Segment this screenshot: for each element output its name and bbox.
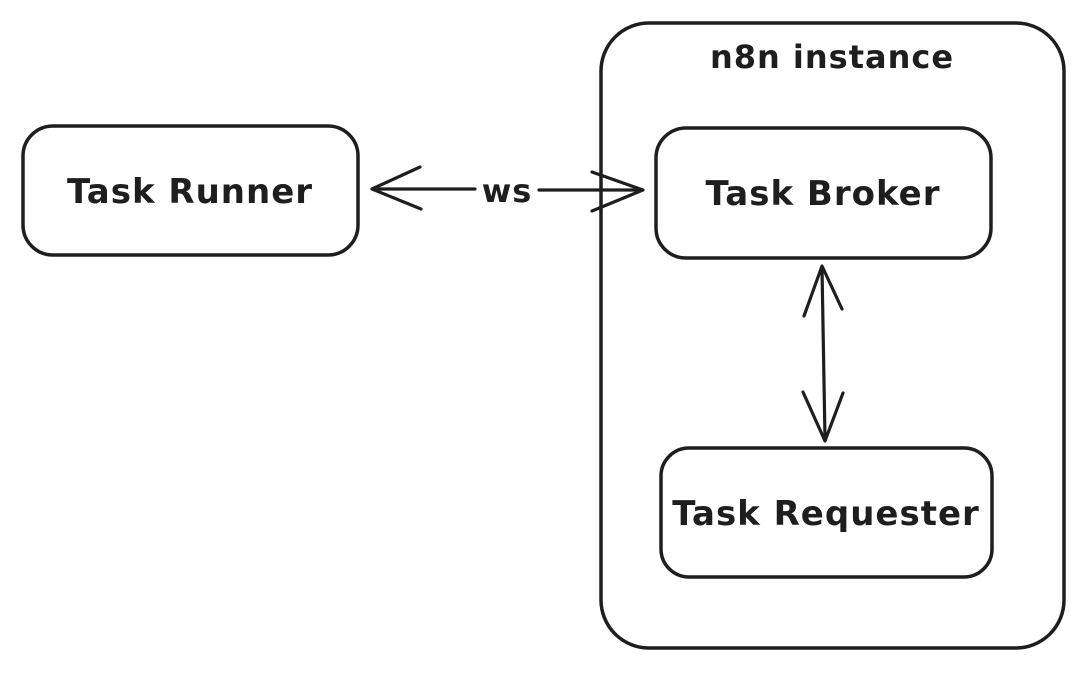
broker-requester-arrowhead-bottom (801, 390, 845, 443)
ws-edge-arrowhead-right (590, 170, 645, 213)
broker-requester-edge (801, 264, 845, 443)
task-broker-box (654, 126, 993, 260)
task-runner-box (21, 124, 360, 257)
ws-edge-label: ws (482, 172, 533, 210)
ws-edge-arrowhead-left (370, 165, 423, 211)
n8n-instance-container: n8n instance (599, 21, 1066, 650)
ws-edge: ws (370, 165, 645, 213)
task-broker-label: Task Broker (705, 174, 940, 214)
task-requester-node: Task Requester (659, 446, 994, 579)
task-runner-node: Task Runner (21, 124, 360, 257)
task-requester-label: Task Requester (672, 494, 980, 534)
n8n-instance-box (599, 21, 1066, 650)
n8n-instance-label: n8n instance (710, 38, 954, 76)
broker-requester-arrowhead-top (802, 264, 844, 318)
task-requester-box (659, 446, 994, 579)
task-runner-label: Task Runner (67, 172, 313, 212)
broker-requester-line (820, 266, 827, 441)
task-broker-node: Task Broker (654, 126, 993, 260)
